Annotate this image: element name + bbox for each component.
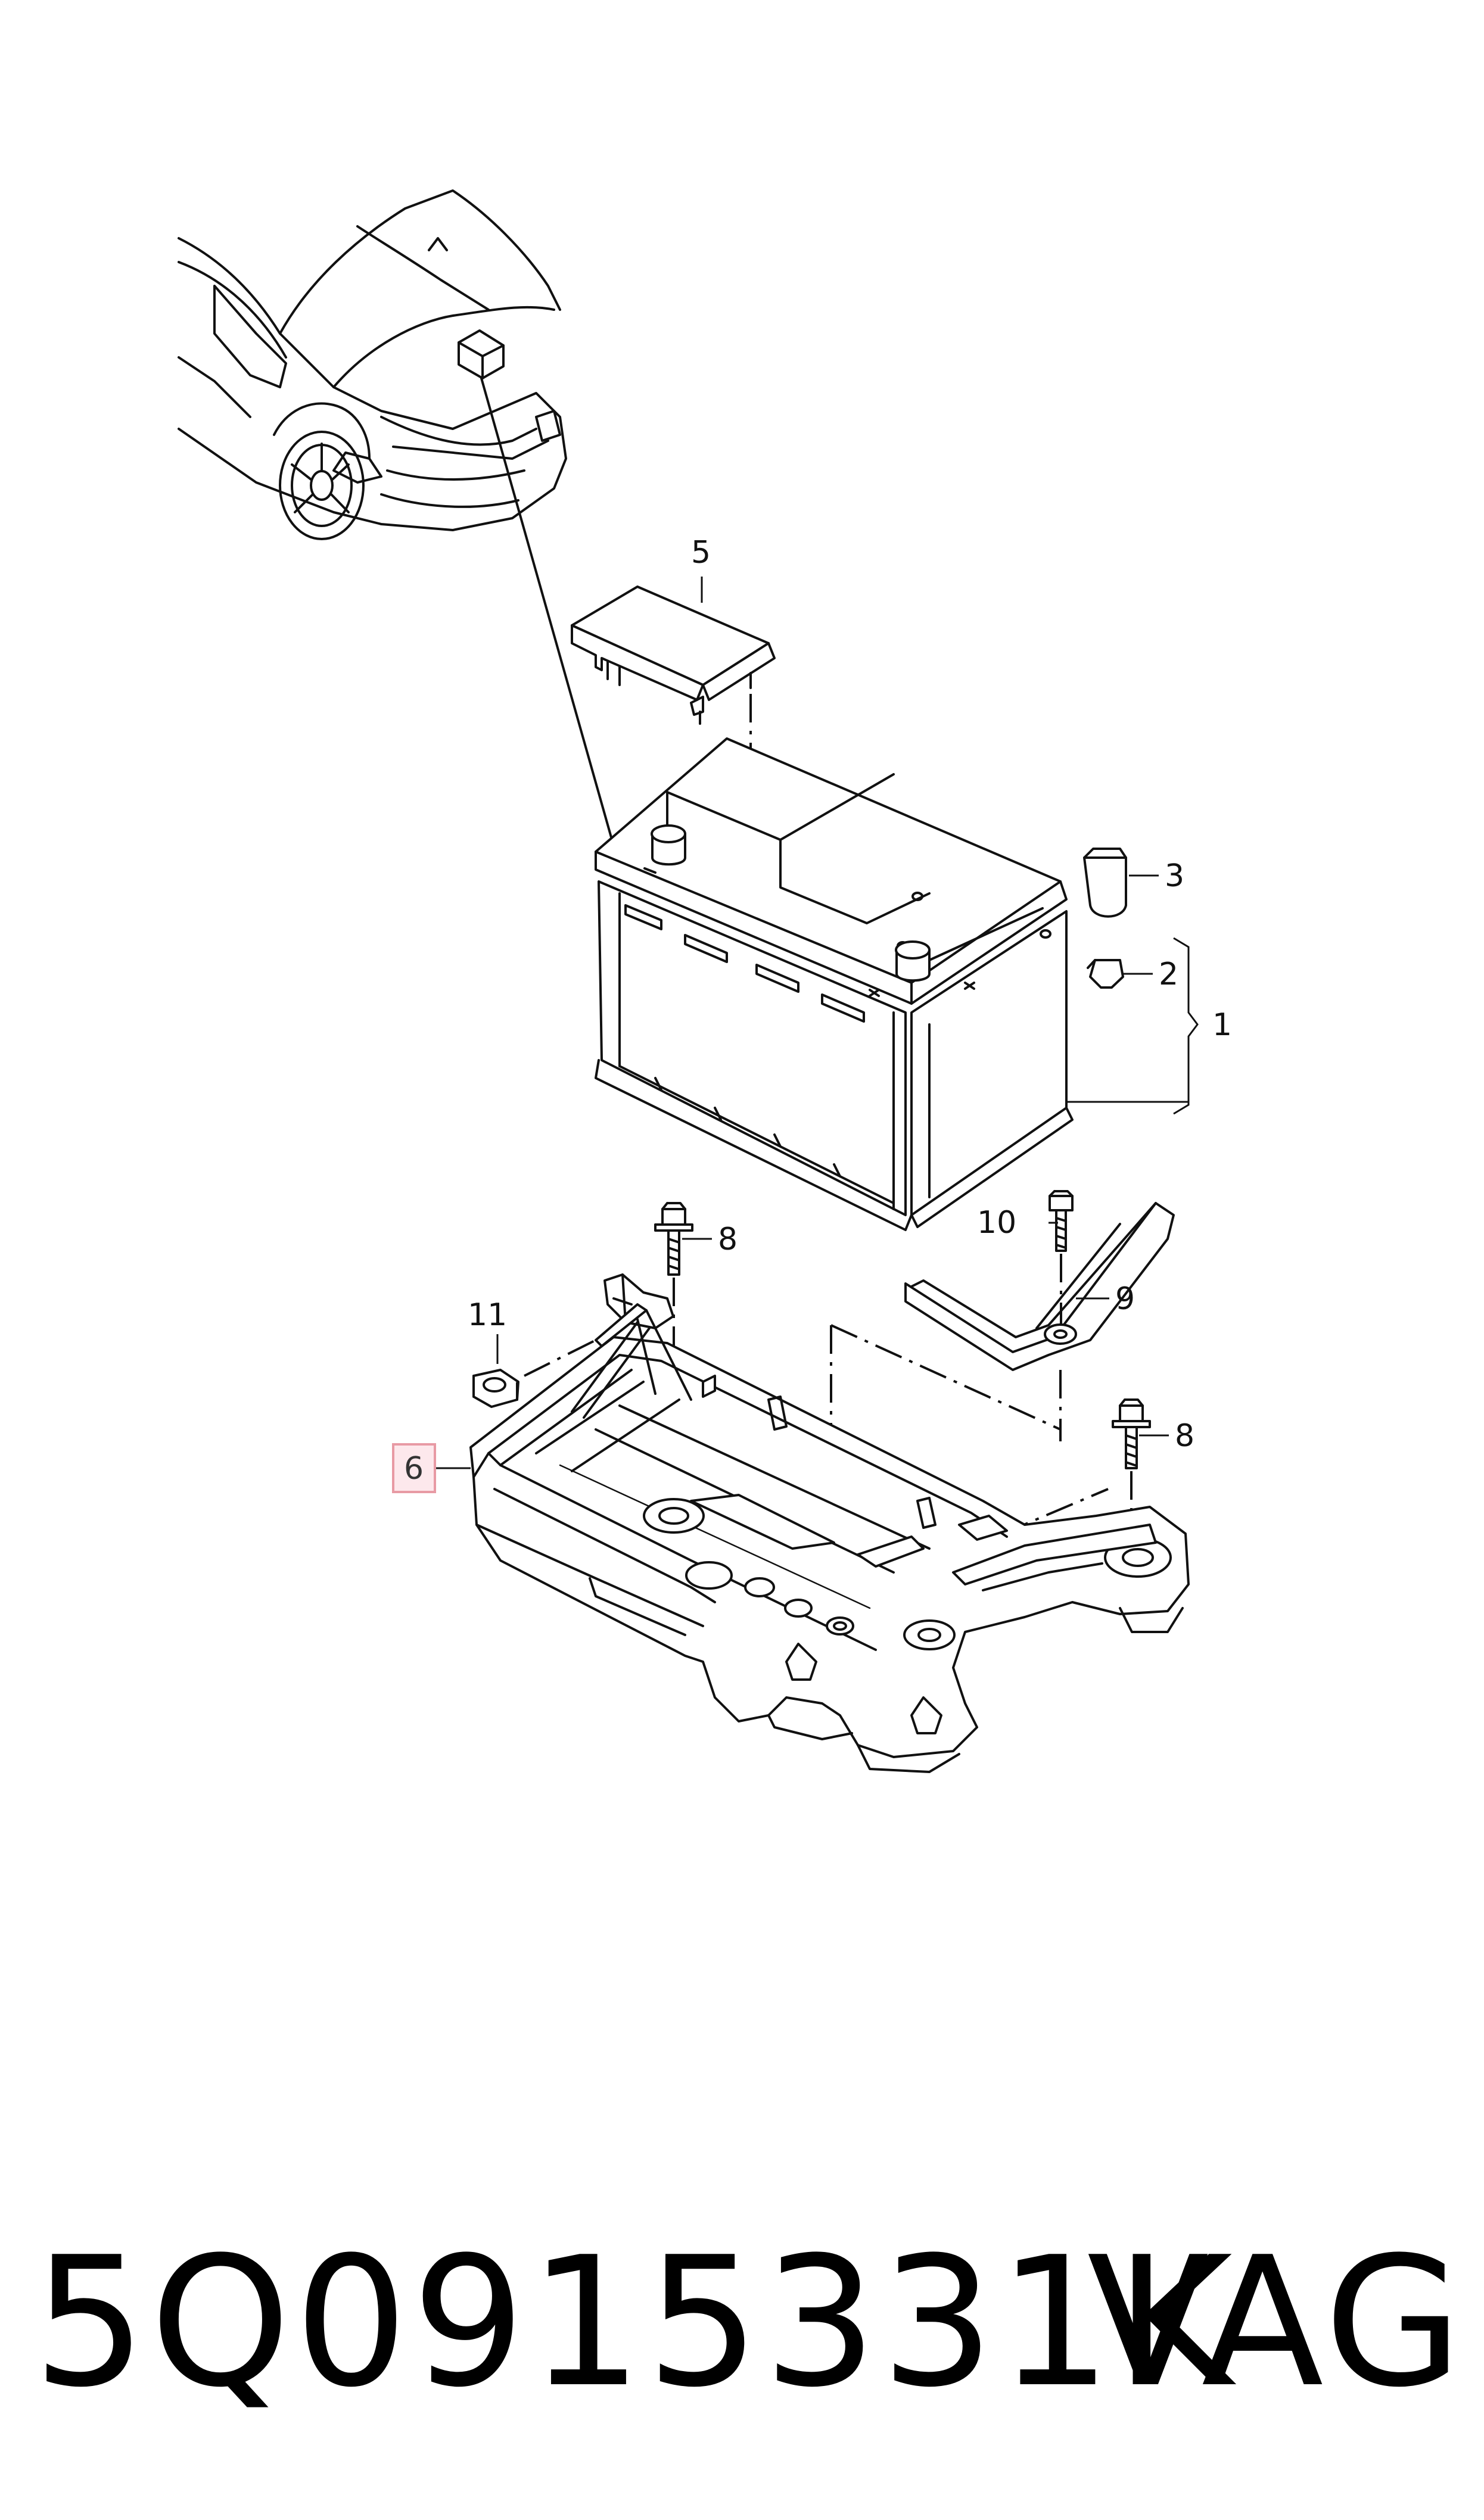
callout-10: 10: [977, 1205, 1016, 1241]
callout-8-upper: 8: [718, 1222, 738, 1257]
part-6-battery-tray: [469, 1273, 1190, 1773]
callout-6: 6: [404, 1451, 424, 1487]
part-1-battery: [595, 737, 1074, 1231]
part-8-bolt-right: [1112, 1398, 1151, 1525]
callout-8-lower: 8: [1175, 1418, 1194, 1454]
callout-9: 9: [1115, 1281, 1135, 1317]
callout-labels: 5 3 2 1 8 10 9 11 8 6: [392, 535, 1232, 1493]
callout-leaders: [435, 577, 1199, 1469]
callout-5: 5: [691, 535, 711, 571]
part-11-nut: [472, 1339, 596, 1408]
brand-name: VAG: [1087, 2219, 1466, 2426]
callout-3: 3: [1165, 858, 1184, 894]
callout-1: 1: [1212, 1007, 1232, 1043]
part-5-cover: [571, 585, 776, 821]
callout-2: 2: [1159, 957, 1178, 992]
callout-11: 11: [468, 1297, 507, 1333]
car-outline: [178, 189, 615, 847]
part-3-cap: [1083, 848, 1127, 918]
part-number: 5Q0915331K: [33, 2219, 1236, 2426]
part-9-clamp: [904, 1202, 1175, 1371]
part-2-plug: [1087, 959, 1124, 989]
callout-6-highlight-box: [392, 1443, 436, 1493]
part-10-bolt: [1049, 1190, 1074, 1325]
